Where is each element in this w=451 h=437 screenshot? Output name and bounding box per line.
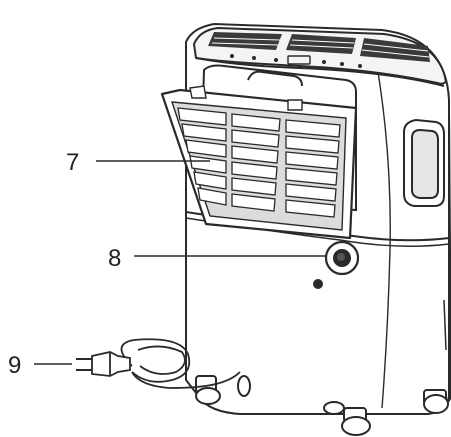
caster-front-mid <box>238 376 250 396</box>
caster-rear-left <box>324 402 344 414</box>
callout-9: 9 <box>8 352 21 379</box>
side-handle <box>404 120 444 206</box>
callout-7: 7 <box>66 149 79 176</box>
cord-loop-2 <box>138 346 185 374</box>
caster-rear-mid <box>342 408 370 435</box>
caster-rear-right <box>424 390 448 413</box>
caster-front-left <box>196 376 220 404</box>
cord-hole <box>313 279 323 289</box>
filter-tab-right <box>288 100 302 110</box>
callout-8: 8 <box>108 245 121 272</box>
continuous-drain-outlet <box>326 242 358 274</box>
filter-tab-left <box>190 86 206 98</box>
side-handle-inner <box>412 130 438 198</box>
